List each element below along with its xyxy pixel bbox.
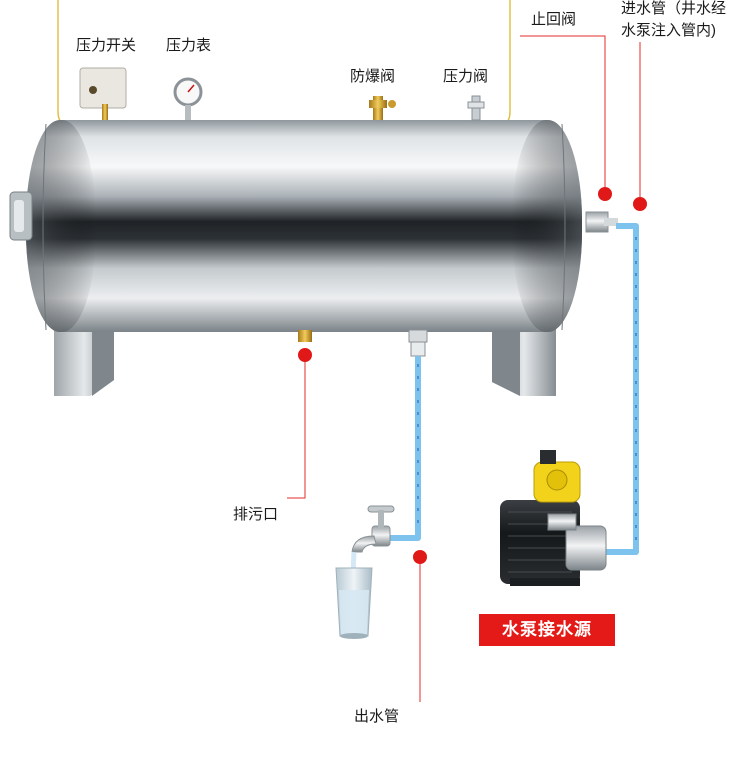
drain-outlet-marker: [298, 348, 312, 362]
pressure-gauge-label: 压力表: [166, 37, 212, 54]
marker-dots: [298, 187, 647, 564]
inlet-pipe-label-line2: 水泵注入管内): [621, 22, 716, 39]
stainless-tank: [9, 120, 582, 332]
check-valve-label: 止回阀: [531, 11, 577, 28]
explosion-proof-valve-icon: [369, 96, 396, 120]
pressure-valve-icon: [467, 95, 485, 121]
outlet-pipe-marker: [413, 550, 427, 564]
water-pump-icon: [500, 450, 607, 586]
check-valve-fitting: [585, 211, 618, 233]
pressure-switch-label: 压力开关: [76, 37, 137, 54]
callout-lines: [287, 35, 641, 702]
check-valve-marker: [598, 187, 612, 201]
drain-outlet-label: 排污口: [233, 506, 279, 523]
outlet-pipe-label: 出水管: [354, 708, 400, 725]
pressure-switch-icon: [79, 67, 127, 120]
inlet-pipe-marker: [633, 197, 647, 211]
pressure-valve-label: 压力阀: [443, 68, 489, 85]
explosion-proof-valve-label: 防爆阀: [350, 68, 396, 85]
pressure-gauge-icon: [173, 77, 203, 120]
drain-outlet-fitting: [298, 330, 312, 342]
water-glass-icon: [335, 567, 373, 639]
inlet-pipe-label-line1: 进水管（井水经: [621, 0, 727, 17]
pump-source-badge: 水泵接水源: [479, 614, 615, 646]
outlet-pipe: [388, 356, 421, 541]
outlet-pipe-fitting: [408, 329, 428, 357]
